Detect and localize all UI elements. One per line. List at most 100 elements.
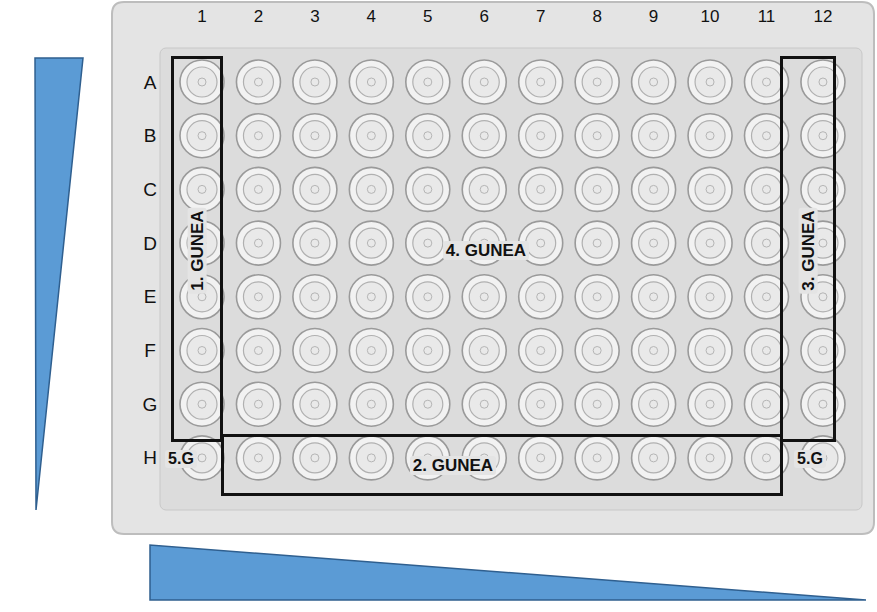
well <box>537 400 545 408</box>
well <box>480 78 488 86</box>
well <box>311 293 319 301</box>
well <box>519 60 563 104</box>
well <box>688 221 732 265</box>
well <box>356 443 386 473</box>
well <box>706 400 714 408</box>
well <box>801 382 845 426</box>
well <box>356 67 386 97</box>
well <box>632 275 676 319</box>
well <box>639 443 669 473</box>
well <box>311 132 319 140</box>
well <box>650 293 658 301</box>
well <box>593 400 601 408</box>
well <box>300 336 330 366</box>
well <box>413 67 443 97</box>
well <box>243 336 273 366</box>
well <box>593 78 601 86</box>
row-letter: E <box>144 287 157 306</box>
well <box>198 454 206 462</box>
group-box: 2. GUNEA <box>221 434 783 496</box>
well <box>639 389 669 419</box>
well <box>752 67 782 97</box>
well <box>632 329 676 373</box>
well <box>413 121 443 151</box>
well <box>582 443 612 473</box>
well <box>763 347 771 355</box>
well <box>582 121 612 151</box>
column-number: 5 <box>423 8 432 25</box>
well <box>243 228 273 258</box>
well <box>801 167 845 211</box>
well <box>537 132 545 140</box>
well <box>695 443 725 473</box>
well <box>480 293 488 301</box>
well <box>537 454 545 462</box>
well <box>593 454 601 462</box>
well <box>639 174 669 204</box>
well <box>639 228 669 258</box>
well <box>300 443 330 473</box>
well <box>243 389 273 419</box>
well <box>688 329 732 373</box>
well <box>639 282 669 312</box>
well <box>763 78 771 86</box>
well <box>180 329 224 373</box>
well <box>254 78 262 86</box>
well <box>582 389 612 419</box>
well <box>254 239 262 247</box>
well <box>575 221 619 265</box>
well <box>639 121 669 151</box>
well <box>293 436 337 480</box>
well <box>706 454 714 462</box>
well <box>462 329 506 373</box>
well <box>406 114 450 158</box>
well <box>243 443 273 473</box>
well <box>706 185 714 193</box>
well <box>582 336 612 366</box>
well <box>632 114 676 158</box>
well <box>236 167 280 211</box>
well <box>819 293 827 301</box>
well <box>752 121 782 151</box>
well <box>187 121 217 151</box>
well <box>593 293 601 301</box>
column-number: 9 <box>649 8 658 25</box>
well <box>763 400 771 408</box>
column-number: 7 <box>536 8 545 25</box>
well <box>187 389 217 419</box>
well <box>198 185 206 193</box>
well <box>254 132 262 140</box>
well <box>198 132 206 140</box>
well <box>424 400 432 408</box>
well <box>519 114 563 158</box>
well <box>367 293 375 301</box>
well <box>575 167 619 211</box>
well <box>469 282 499 312</box>
well <box>198 78 206 86</box>
well <box>236 275 280 319</box>
well <box>632 221 676 265</box>
well <box>537 78 545 86</box>
well <box>356 174 386 204</box>
well <box>300 121 330 151</box>
well <box>424 239 432 247</box>
well <box>367 347 375 355</box>
well <box>819 347 827 355</box>
well <box>469 121 499 151</box>
well <box>254 400 262 408</box>
well <box>582 67 612 97</box>
well <box>300 282 330 312</box>
well <box>462 60 506 104</box>
well <box>198 400 206 408</box>
well <box>413 389 443 419</box>
well <box>413 282 443 312</box>
well <box>537 293 545 301</box>
group-label: 1. GUNEA <box>188 207 207 293</box>
well <box>300 389 330 419</box>
well <box>763 132 771 140</box>
well <box>367 400 375 408</box>
row-letter: C <box>143 180 157 199</box>
well <box>480 185 488 193</box>
row-letter: F <box>144 341 156 360</box>
